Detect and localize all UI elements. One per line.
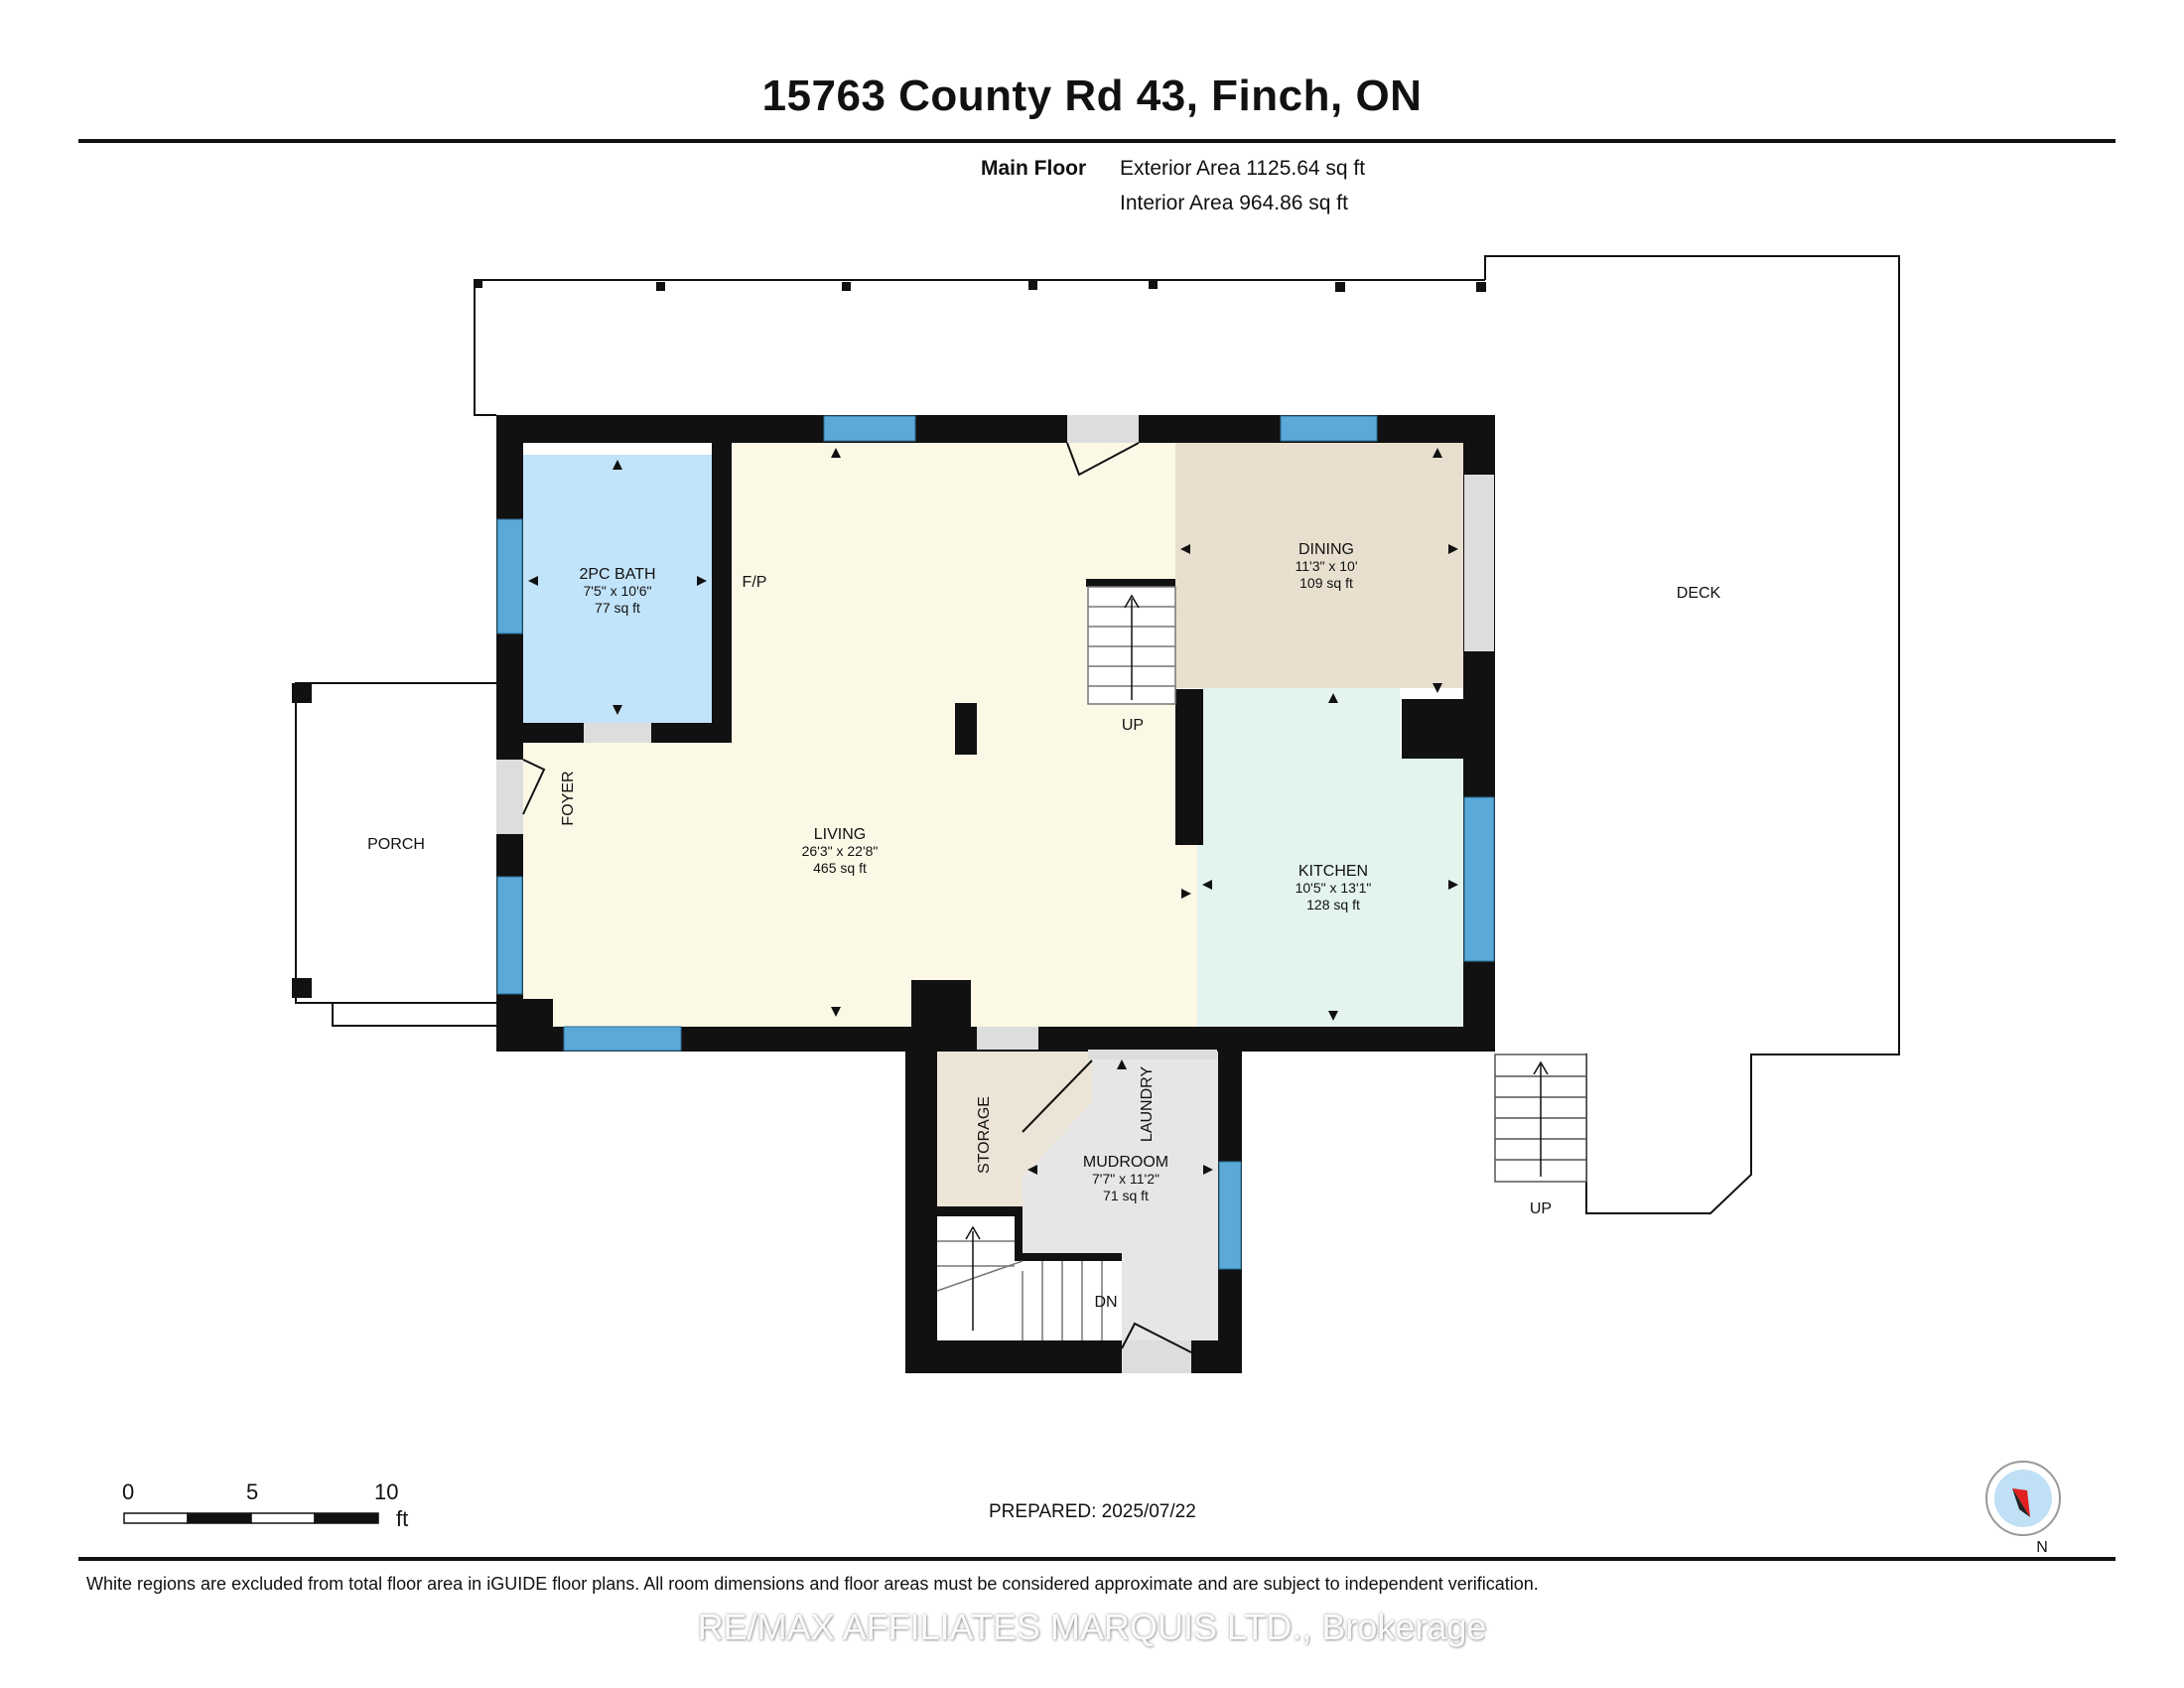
windows (496, 415, 1495, 1270)
bath-floor (523, 455, 712, 723)
interior-area: Interior Area 964.86 sq ft (1120, 192, 1348, 214)
fireplace-label: F/P (743, 574, 767, 591)
scale-tick-0: 0 (122, 1479, 135, 1504)
mudroom-stair-area (937, 1216, 1023, 1340)
laundry-label: LAUNDRY (1139, 1066, 1156, 1143)
deck-label: DECK (1677, 585, 1721, 602)
deck-stairs-up-label: UP (1530, 1200, 1552, 1217)
dining-dims: 11'3" x 10' (1296, 558, 1358, 574)
storage-name: STORAGE (976, 1096, 993, 1174)
storage-floor (937, 1050, 1092, 1206)
porch-label: PORCH (367, 836, 425, 853)
deck-stairs (1494, 1054, 1587, 1183)
foyer-label: FOYER (560, 771, 577, 825)
deck-posts (474, 279, 1486, 292)
bath-dims: 7'5" x 10'6" (584, 583, 652, 599)
disclaimer: White regions are excluded from total fl… (86, 1574, 1539, 1594)
kitchen-area: 128 sq ft (1306, 897, 1360, 913)
footer-divider (78, 1557, 2116, 1561)
page-title: 15763 County Rd 43, Finch, ON (761, 71, 1423, 120)
floor-name: Main Floor (981, 157, 1087, 180)
living-area: 465 sq ft (813, 860, 867, 876)
mudroom-area: 71 sq ft (1103, 1188, 1149, 1203)
stairs-down-label: DN (1094, 1294, 1117, 1311)
dimension-arrows (528, 448, 1458, 1175)
mudroom-dims: 7'7" x 11'2" (1092, 1171, 1160, 1187)
compass-north-label: N (2036, 1539, 2048, 1556)
main-stairs (1087, 586, 1176, 705)
mudroom-name: MUDROOM (1083, 1154, 1168, 1171)
living-name: LIVING (814, 826, 866, 843)
kitchen-dims: 10'5" x 13'1" (1296, 880, 1372, 896)
living-dims: 26'3" x 22'8" (802, 843, 879, 859)
living-room-floor (523, 443, 1197, 1027)
scale-tick-10: 10 (374, 1479, 399, 1504)
porch (292, 682, 496, 1027)
kitchen-name: KITCHEN (1298, 863, 1368, 880)
down-stairs (936, 1225, 1103, 1340)
stairs-up-label: UP (1122, 717, 1144, 734)
bath-name: 2PC BATH (579, 566, 655, 583)
brokerage-watermark: RE/MAX AFFILIATES MARQUIS LTD., Brokerag… (697, 1607, 1487, 1647)
scale-tick-5: 5 (246, 1479, 259, 1504)
mudroom-floor (1023, 1050, 1219, 1340)
scale-unit: ft (396, 1506, 409, 1531)
bath-area: 77 sq ft (595, 600, 640, 616)
compass-icon (1985, 1461, 2061, 1536)
doors (496, 415, 1494, 1373)
deck-outline (474, 255, 1900, 1214)
dining-name: DINING (1298, 541, 1354, 558)
kitchen-floor (1197, 688, 1463, 1027)
scale-bar (123, 1512, 379, 1524)
header-divider (78, 139, 2116, 143)
dining-area: 109 sq ft (1299, 575, 1353, 591)
exterior-area: Exterior Area 1125.64 sq ft (1120, 157, 1366, 180)
prepared-date: PREPARED: 2025/07/22 (989, 1501, 1196, 1522)
dining-floor (1175, 443, 1463, 688)
